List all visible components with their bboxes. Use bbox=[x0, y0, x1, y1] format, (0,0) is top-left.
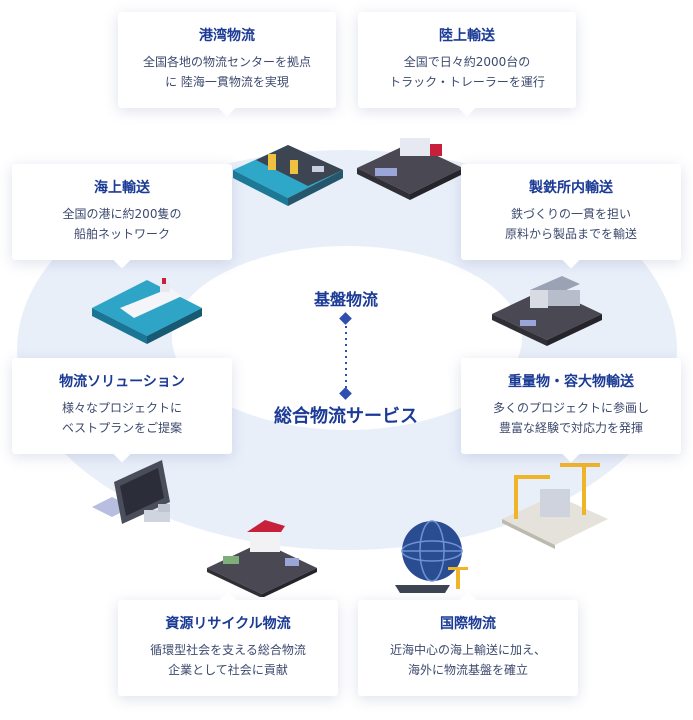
card-title: 港湾物流 bbox=[199, 28, 255, 44]
card-logistics-solution: 物流ソリューション 様々なプロジェクトに ベストプランをご提案 bbox=[12, 358, 232, 463]
card-desc-line: 海外に物流基盤を確立 bbox=[407, 663, 528, 677]
card-heavy-cargo: 重量物・容大物輸送 多くのプロジェクトに参画し 豊富な経験で対応力を発揮 bbox=[461, 358, 681, 463]
card-land-transport: 陸上輸送 全国で日々約2000台の トラック・トレーラーを運行 bbox=[358, 12, 576, 117]
card-resource-recycling: 資源リサイクル物流 循環型社会を支える総合物流 企業として社会に貢献 bbox=[118, 591, 338, 696]
card-desc-line: 豊富な経験で対応力を発揮 bbox=[498, 421, 643, 435]
card-desc-line: 原料から製品までを輸送 bbox=[504, 227, 637, 241]
connector-bottom-diamond bbox=[339, 387, 352, 400]
card-title: 海上輸送 bbox=[94, 180, 150, 196]
card-desc-line: 鉄づくりの一貫を担い bbox=[510, 207, 631, 221]
card-sea-transport: 海上輸送 全国の港に約200隻の 船舶ネットワーク bbox=[12, 164, 232, 269]
heavy-cargo-illustration bbox=[502, 463, 608, 549]
card-title: 資源リサイクル物流 bbox=[165, 616, 291, 632]
card-desc-line: 全国の港に約200隻の bbox=[62, 207, 182, 221]
steelworks-illustration bbox=[492, 276, 602, 346]
card-desc-line: 循環型社会を支える総合物流 bbox=[150, 643, 306, 657]
card-desc-line: 近海中心の海上輸送に加え、 bbox=[389, 643, 546, 657]
card-desc-line: 全国各地の物流センターを拠点 bbox=[142, 55, 311, 69]
center-top-label: 基盤物流 bbox=[313, 290, 378, 309]
card-title: 陸上輸送 bbox=[439, 28, 495, 44]
solution-illustration bbox=[92, 460, 170, 524]
port-illustration bbox=[233, 145, 343, 206]
card-desc-line: 企業として社会に貢献 bbox=[168, 663, 288, 677]
card-desc-line: 全国で日々約2000台の bbox=[403, 55, 531, 69]
connector-top-diamond bbox=[339, 312, 352, 325]
truck-illustration bbox=[357, 138, 463, 200]
card-port-logistics: 港湾物流 全国各地の物流センターを拠点 に 陸海一貫物流を実現 bbox=[118, 12, 336, 117]
card-desc-line: に 陸海一貫物流を実現 bbox=[165, 75, 289, 89]
card-desc-line: 様々なプロジェクトに bbox=[61, 401, 182, 415]
card-title: 重量物・容大物輸送 bbox=[508, 374, 634, 390]
card-title: 国際物流 bbox=[440, 616, 496, 632]
card-desc-line: 船舶ネットワーク bbox=[73, 227, 170, 241]
center-bottom-label: 総合物流サービス bbox=[274, 406, 418, 427]
card-international-logistics: 国際物流 近海中心の海上輸送に加え、 海外に物流基盤を確立 bbox=[358, 591, 578, 696]
ship-illustration bbox=[92, 278, 202, 344]
card-title: 製鉄所内輸送 bbox=[529, 180, 613, 196]
recycle-illustration bbox=[207, 520, 317, 597]
card-title: 物流ソリューション bbox=[59, 374, 185, 390]
globe-illustration bbox=[395, 520, 468, 593]
card-desc-line: ベストプランをご提案 bbox=[61, 421, 183, 435]
card-desc-line: 多くのプロジェクトに参画し bbox=[492, 401, 649, 415]
card-desc-line: トラック・トレーラーを運行 bbox=[389, 75, 545, 89]
card-steelworks-transport: 製鉄所内輸送 鉄づくりの一貫を担い 原料から製品までを輸送 bbox=[461, 164, 681, 269]
